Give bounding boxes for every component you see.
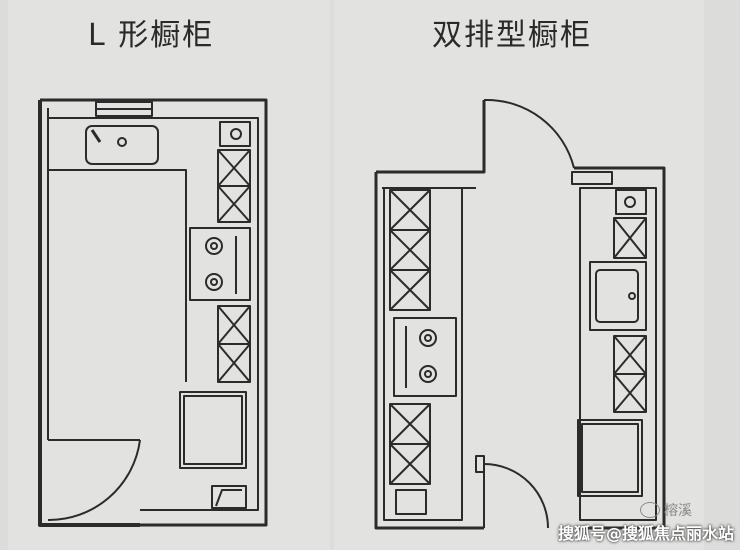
right-outer-wall-top [376,100,486,174]
left-corner-cabinet [219,121,251,147]
wechat-icon [640,502,660,518]
l-shape-title: L 形橱柜 [88,18,215,53]
right-outer-wall-right [574,166,666,530]
double-row-plan [374,98,666,530]
left-outer-wall [38,100,140,527]
watermark-brand: 榕溪 [640,500,692,520]
right-fridge-icon [577,419,643,497]
right-bottom-door-swing [483,463,549,529]
right-window [571,171,613,185]
left-outer-wall-right [40,98,268,527]
drain-icon [117,137,127,147]
left-fridge-icon [179,391,247,469]
left-sheet [8,0,330,550]
right-left-cabinet-1 [389,189,431,311]
right-door-hinge [475,455,485,473]
right-top-door-swing [483,98,575,169]
right-right-counter [579,187,657,521]
right-outer-wall-left [374,172,484,530]
right-right-cabinet-1 [613,217,647,259]
left-stove-icon [189,227,251,301]
left-counter-edge [48,117,259,511]
faucet-icon [90,129,102,143]
left-bin-icon [211,485,247,509]
right-sink-icon [589,261,647,331]
left-door-swing [47,439,141,522]
watermark-text: 搜狐号@搜狐焦点丽水站 [557,524,734,543]
right-bin-icon [395,489,427,515]
right-corner-cabinet [615,189,647,215]
sink-icon [85,125,159,165]
right-left-counter [383,188,463,521]
double-row-title: 双排型橱柜 [432,18,592,53]
right-stove-icon [393,317,457,397]
left-counter-inner [47,118,187,382]
watermark-brand-name: 榕溪 [664,503,692,519]
l-shape-plan [38,98,268,527]
left-corner-circle [230,128,242,140]
